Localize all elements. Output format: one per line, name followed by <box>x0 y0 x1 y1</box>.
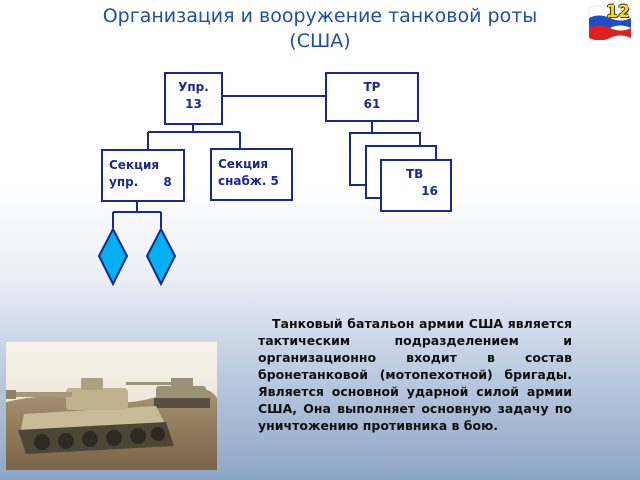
hq-section-count: упр. 8 <box>109 175 172 189</box>
unit-diamond-2 <box>145 226 177 287</box>
slide-number: 12 <box>606 2 630 22</box>
tank-squad-label: ТВ <box>406 167 424 181</box>
russian-flag-icon <box>588 5 632 40</box>
tank-photo <box>6 342 217 470</box>
tank-squad-box: ТВ 16 <box>380 159 452 212</box>
unit-diamond-1 <box>97 226 129 287</box>
hq-box: Упр. 13 <box>164 72 223 125</box>
page-title: Организация и вооружение танковой роты (… <box>60 4 580 54</box>
hq-count: 13 <box>185 97 202 111</box>
tank-platoon-box: ТР 61 <box>325 72 419 122</box>
supply-section-label: Секция <box>218 157 269 171</box>
hq-section-box: Секция упр. 8 <box>101 149 185 202</box>
supply-section-count: снабж. 5 <box>218 174 279 188</box>
hq-section-label: Секция <box>109 158 160 172</box>
title-subtitle: (США) <box>289 30 351 52</box>
tank-squad-count: 16 <box>421 184 438 198</box>
description-text: Танковый батальон армии США является так… <box>258 316 572 433</box>
tank-platoon-count: 61 <box>363 97 381 111</box>
supply-section-box: Секция снабж. 5 <box>210 148 293 201</box>
tank-platoon-label: ТР <box>363 80 381 94</box>
hq-label: Упр. <box>178 80 209 94</box>
title-line: Организация и вооружение танковой роты <box>102 5 538 27</box>
